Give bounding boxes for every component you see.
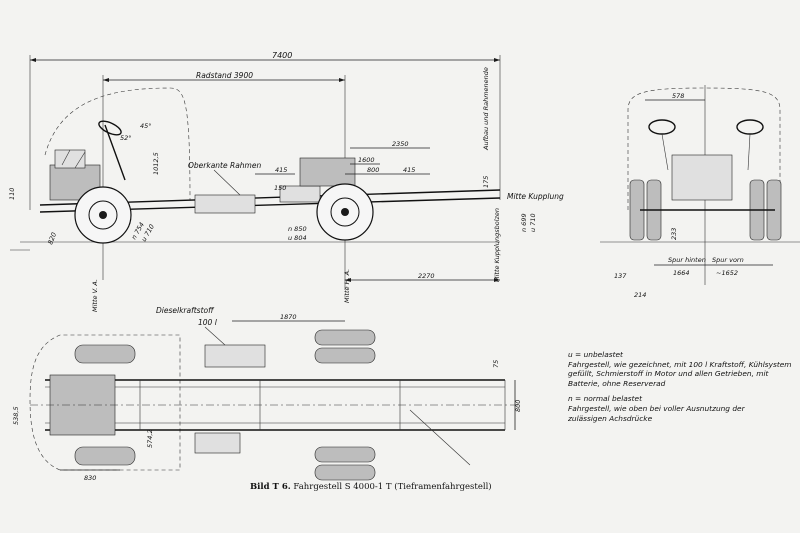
label-coupling: Mitte Kupplung: [507, 192, 564, 201]
dim-2350: 2350: [392, 140, 409, 148]
dim-830: 830: [84, 474, 96, 482]
note-loaded-title: n = normal belastet: [568, 394, 642, 404]
caption-number: Bild T 6.: [250, 482, 291, 492]
steer-angle-52: 52°: [120, 134, 132, 142]
dim-110: 110: [8, 188, 16, 200]
side-view: 7400 Radstand 3900 45° 52° 1012,5 Oberka…: [8, 51, 564, 312]
note-loaded-line1: Fahrgestell, wie oben bei voller Ausnutz…: [568, 403, 745, 413]
note-unloaded-line3: Batterie, ohne Reserverad: [568, 378, 666, 388]
track-front-value: ~1652: [716, 269, 738, 277]
dim-415b: 415: [403, 166, 415, 174]
fuel-litres: 100 l: [198, 318, 218, 327]
rear-view: 578 Spur hinten 1664 Spur vorn ~1652 137…: [600, 85, 800, 299]
dim-5385: 538,5: [12, 406, 20, 425]
dim-578: 578: [672, 92, 684, 100]
steer-angle-45: 45°: [140, 122, 152, 130]
label-front-axle: Mitte V. A.: [91, 279, 99, 312]
label-rear-axle: Mitte H. A.: [343, 269, 351, 303]
fuel-label: Dieselkraftstoff: [156, 306, 215, 315]
rear-wheel: [316, 183, 374, 241]
track-front-label: Spur vorn: [712, 256, 744, 264]
notes: u = unbelastet Fahrgestell, wie gezeichn…: [568, 350, 800, 423]
dim-1870: 1870: [280, 313, 297, 321]
dim-214: 214: [634, 291, 646, 299]
dim-850: n 850: [288, 225, 307, 233]
label-coupling-bolt: Mitte Kupplungsbolzen: [493, 208, 501, 282]
dim-699: n 699: [520, 213, 528, 232]
dim-415a: 415: [275, 166, 287, 174]
overall-length-label: 7400: [272, 51, 292, 60]
plan-view: Dieselkraftstoff 100 l 1870 830 538,5 57…: [12, 306, 522, 482]
dim-137: 137: [614, 272, 627, 280]
wheelbase-label: Radstand 3900: [196, 71, 253, 80]
dim-2270: 2270: [418, 272, 435, 280]
track-rear-label: Spur hinten: [668, 256, 706, 264]
note-unloaded-line1: Fahrgestell, wie gezeichnet, mit 100 l K…: [568, 359, 792, 369]
note-unloaded-line2: gefüllt, Schmierstoff in Motor und allen…: [568, 369, 769, 379]
dim-150: 150: [274, 184, 286, 192]
dim-804: u 804: [288, 234, 307, 242]
frame-top-label: Oberkante Rahmen: [188, 161, 261, 170]
figure-caption: Bild T 6. Fahrgestell S 4000-1 T (Tiefra…: [250, 482, 492, 492]
track-rear-value: 1664: [673, 269, 690, 277]
dim-233: 233: [670, 228, 678, 240]
dim-1012: 1012,5: [152, 152, 160, 175]
front-wheel: [74, 186, 132, 244]
dim-75: 75: [492, 360, 500, 368]
dim-800-plan: 800: [514, 400, 522, 412]
caption-title: Fahrgestell S 4000-1 T (Tieframenfahrges…: [293, 482, 492, 492]
note-loaded-line2: zulässigen Achsdrücke: [568, 413, 653, 423]
label-body-end: Aufbau und Rahmenende: [482, 67, 490, 151]
dim-574: 574,2: [146, 429, 154, 448]
note-unloaded-title: u = unbelastet: [568, 350, 623, 359]
dim-1600: 1600: [358, 156, 375, 164]
dim-175: 175: [482, 176, 490, 188]
dim-820: 820: [46, 231, 58, 245]
dim-710r: u 710: [529, 213, 537, 232]
dim-800: 800: [367, 166, 379, 174]
